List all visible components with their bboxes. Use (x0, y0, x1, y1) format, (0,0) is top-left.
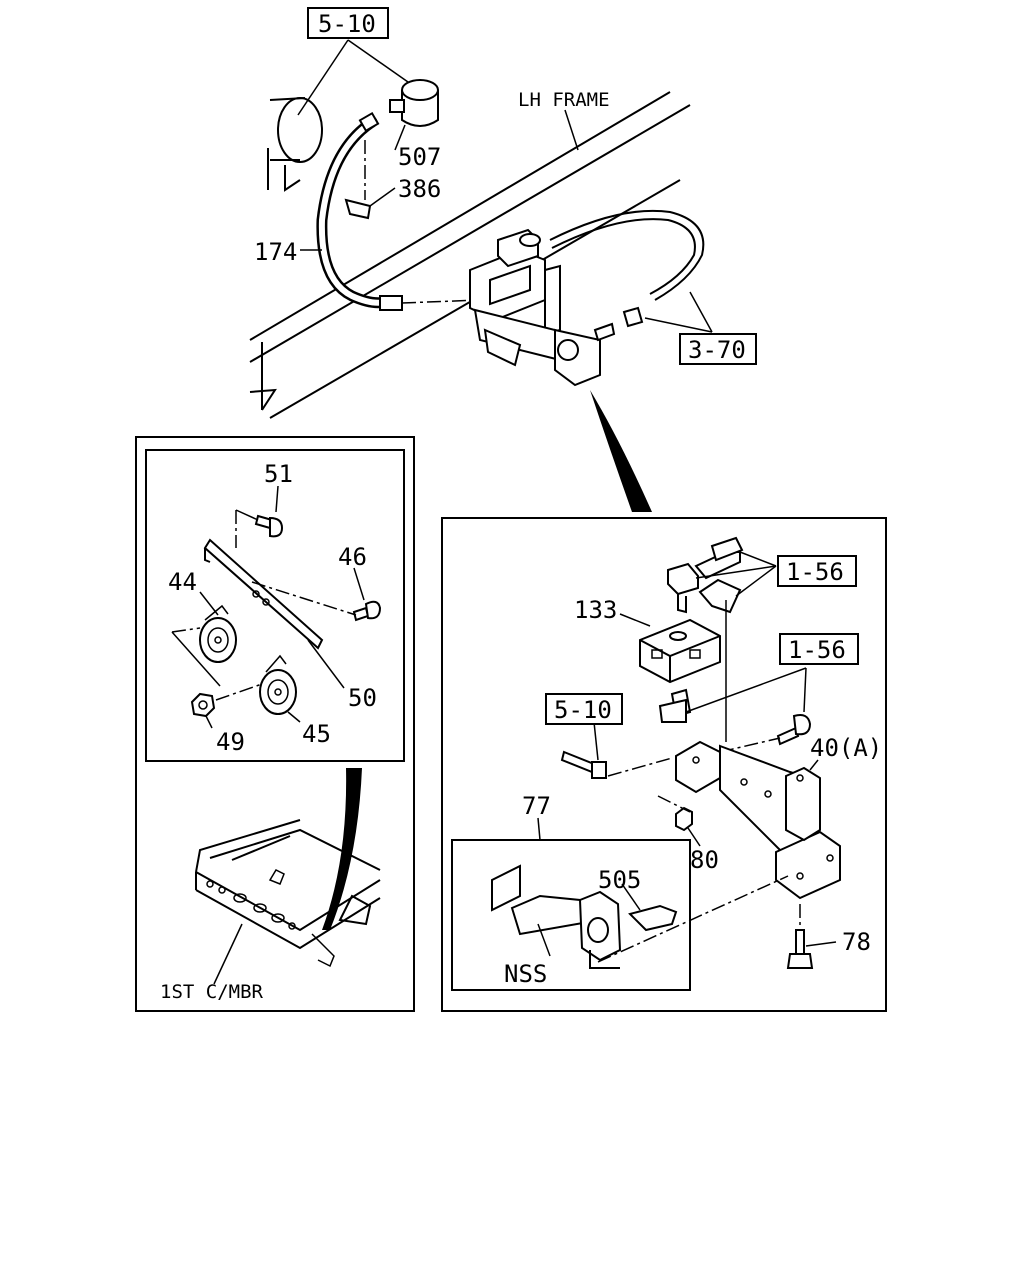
hose-fitting-icon (379, 295, 403, 311)
part-505: 505 (598, 866, 641, 894)
drain-valve-icon (401, 79, 439, 101)
part-78: 78 (842, 928, 871, 956)
horn-assembly (171, 485, 382, 729)
part-46: 46 (338, 543, 367, 571)
part-50: 50 (348, 684, 377, 712)
ref-box-1-56-a (777, 555, 857, 587)
horn-pointer-icon (322, 768, 362, 930)
horn-45-icon (259, 669, 297, 715)
part-49: 49 (216, 728, 245, 756)
horn-44-icon (199, 617, 237, 663)
part-174: 174 (254, 238, 297, 266)
mount-bracket-icon (675, 740, 721, 794)
part-44: 44 (168, 568, 197, 596)
nss-label: NSS (504, 960, 547, 988)
bolt-78-icon (795, 929, 805, 957)
valve-detail (451, 536, 841, 991)
part-133: 133 (574, 596, 617, 624)
ref-5-10-mid: 5-10 (554, 696, 612, 724)
valve-detail-panel (441, 517, 887, 1012)
lower-elbow-icon (658, 698, 687, 723)
clip-386-icon (344, 198, 372, 220)
detail-pointer-icon (590, 390, 652, 512)
part-507: 507 (398, 143, 441, 171)
horn-inset-box (145, 449, 405, 762)
ref-1-56-a: 1-56 (786, 558, 844, 586)
bolt-46-icon (364, 600, 382, 620)
ref-box-3-70 (679, 333, 757, 365)
frame-rail-top-edge (249, 91, 671, 341)
ref-box-5-10-mid (545, 693, 623, 725)
horn-detail-panel (135, 436, 415, 1012)
bolt-40a-icon (792, 714, 812, 736)
first-crossmember-label: 1ST C/MBR (160, 981, 264, 1003)
part-80: 80 (690, 846, 719, 874)
ref-box-5-10-top (307, 7, 389, 39)
elbow-fitting-icon (667, 562, 699, 596)
connector-5-10-icon (560, 750, 596, 774)
tank-cylinder-icon (277, 97, 323, 163)
part-51: 51 (264, 460, 293, 488)
crossmember-icon (195, 819, 381, 968)
fitting-505-icon (628, 904, 678, 932)
nut-80-icon (675, 806, 693, 832)
ref-1-56-b: 1-56 (788, 636, 846, 664)
nut-49-icon (190, 692, 216, 718)
frame-assembly (249, 39, 713, 512)
nss-inset-box (451, 839, 691, 991)
lh-frame-label: LH FRAME (518, 89, 610, 111)
fitting-nut-icon (622, 306, 644, 328)
frame-rail-edge-2 (249, 104, 691, 363)
part-386: 386 (398, 175, 441, 203)
bracket-50-icon (203, 538, 324, 650)
ref-3-70: 3-70 (688, 336, 746, 364)
part-40a: 40(A) (810, 734, 882, 762)
part-45: 45 (302, 720, 331, 748)
bolt-51-icon (269, 516, 284, 538)
ref-box-1-56-b (779, 633, 859, 665)
part-77: 77 (522, 792, 551, 820)
valve-assembly-icon (469, 228, 601, 387)
ref-5-10-top: 5-10 (318, 10, 376, 38)
